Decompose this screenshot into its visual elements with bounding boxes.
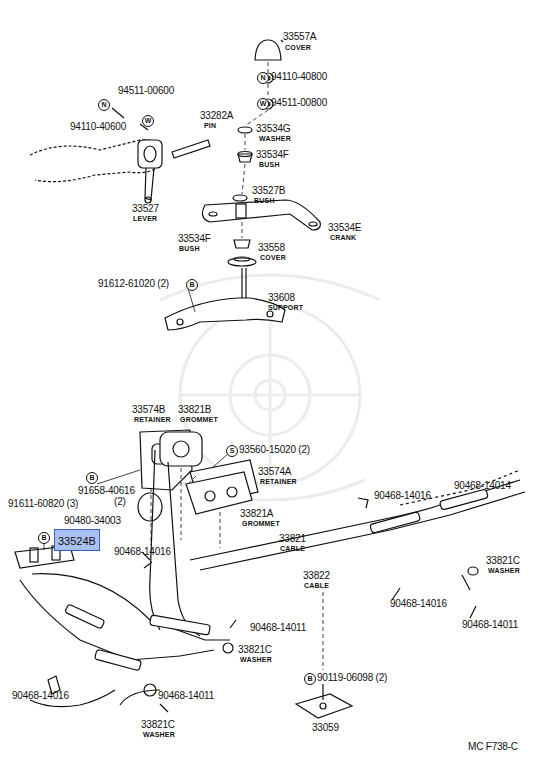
part-number: MC F738-C <box>468 742 518 752</box>
highlighted-part-number: 33524B <box>54 529 100 551</box>
circled-symbol: S <box>226 445 238 457</box>
part-number: 90468-14011 <box>158 691 214 701</box>
part-name: PIN <box>204 122 216 129</box>
part-number: 90468-14016 <box>12 691 69 701</box>
part-number: 33821C <box>486 556 520 566</box>
part-number: 33534F <box>178 234 211 244</box>
part-number: 33574B <box>132 405 165 415</box>
part-name: CABLE <box>304 582 329 589</box>
part-number: 90119-06098 (2) <box>317 673 387 683</box>
circled-symbol: N <box>257 72 269 84</box>
part-number: 91611-60820 (3) <box>8 499 78 509</box>
part-number: 91658-40616 <box>78 486 135 496</box>
part-number: 33821B <box>178 405 211 415</box>
part-number: 94511-00600 <box>118 86 174 96</box>
part-number: 33527B <box>252 186 285 196</box>
part-number: 90468-14016 <box>114 547 171 557</box>
part-name: GROMMET <box>180 416 218 423</box>
part-name: BUSH <box>259 161 280 168</box>
part-number: 33821C <box>238 645 272 655</box>
part-number: 90468-14011 <box>462 620 518 630</box>
part-name: COVER <box>285 44 311 51</box>
part-number: 33527 <box>132 204 159 214</box>
part-name: CABLE <box>280 545 305 552</box>
part-name: WASHER <box>143 731 175 738</box>
part-name: BUSH <box>179 245 200 252</box>
part-number: 94110-40800 <box>271 72 327 82</box>
part-name: SUPPORT <box>268 304 303 311</box>
part-number: (2) <box>114 497 126 507</box>
part-number: 33534G <box>256 124 290 134</box>
part-number: 33821 <box>279 534 306 544</box>
part-number: 33608 <box>268 293 295 303</box>
part-name: GROMMET <box>242 520 280 527</box>
part-number: 33574A <box>258 467 291 477</box>
part-number: 90468-14014 <box>454 481 511 491</box>
part-number: 90468-14016 <box>374 491 431 501</box>
part-name: CRANK <box>330 234 356 241</box>
circled-symbol: N <box>98 99 110 111</box>
part-name: BUSH <box>254 197 275 204</box>
part-number: 93560-15020 (2) <box>239 445 310 455</box>
part-name: WASHER <box>240 656 272 663</box>
part-name: RETAINER <box>134 416 171 423</box>
part-number: 33059 <box>312 723 339 733</box>
part-number: 33534E <box>328 223 361 233</box>
part-number: 94511-00800 <box>271 98 327 108</box>
part-number: 90468-14016 <box>390 599 447 609</box>
part-number: 94110-40600 <box>70 122 126 132</box>
part-number: 33557A <box>283 32 316 42</box>
part-number: 90480-34003 <box>64 516 121 526</box>
watermark-emblem <box>160 275 380 500</box>
circled-symbol: W <box>257 98 269 110</box>
part-number: 91612-61020 (2) <box>98 279 169 289</box>
part-number: 33282A <box>200 111 233 121</box>
part-number: 33524B <box>58 535 96 547</box>
circled-symbol: W <box>142 115 154 127</box>
part-number: 33821A <box>240 509 273 519</box>
part-name: WASHER <box>259 135 291 142</box>
part-name: WASHER <box>488 567 520 574</box>
circled-symbol: B <box>186 279 198 291</box>
part-name: LEVER <box>133 215 157 222</box>
part-number: 33821C <box>141 720 175 730</box>
part-number: 33558 <box>258 243 285 253</box>
part-name: COVER <box>260 254 286 261</box>
circled-symbol: B <box>304 673 316 685</box>
circled-symbol: B <box>38 532 50 544</box>
part-name: RETAINER <box>260 478 297 485</box>
part-number: 33822 <box>303 571 330 581</box>
part-number: 33534F <box>256 150 289 160</box>
circled-symbol: B <box>86 472 98 484</box>
part-number: 90468-14011 <box>250 623 306 633</box>
